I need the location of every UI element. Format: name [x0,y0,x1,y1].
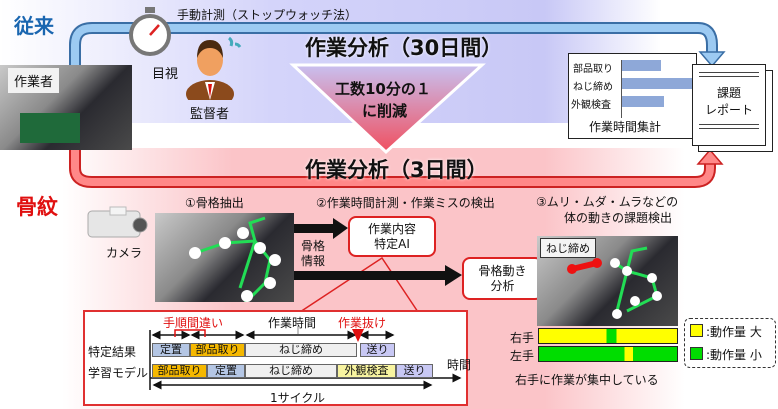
legend-small: :動作量 小 [706,348,762,362]
timeline-block: 送り [360,343,395,357]
row1-label: 特定結果 [88,345,137,359]
timeline-block: 部品取り [190,343,245,357]
reduction-triangle [289,63,486,155]
camera-label: カメラ [106,246,143,260]
skip-marker [352,329,364,342]
chart-bar [622,78,692,89]
task-label: ねじ締め [540,238,596,258]
timeline-block: ねじ締め [245,364,337,378]
work-time-label: 作業時間 [268,316,317,330]
step3-label: ③ムリ・ムダ・ムラなどの [536,195,679,209]
motion-box-text: 分析 [490,278,515,293]
row2-label: 学習モデル [88,366,149,380]
time-axis-label: 時間 [447,358,472,372]
mistake-skip-label: 作業抜け [338,316,387,330]
legend-large: :動作量 大 [706,325,762,339]
chart-label: ねじ締め [573,82,613,93]
chart-label: 外観検査 [571,100,611,111]
report-title: レポート [704,103,753,117]
visual-label: 目視 [152,67,179,82]
new-method-label: 骨紋 [16,195,58,219]
skeleton-photo [155,213,294,302]
ai-box-text: 作業内容 [367,221,416,236]
supervisor-icon [186,36,242,100]
work-time-summary-chart: 部品取り ねじ締め 外観検査 作業時間集計 [568,53,697,139]
ai-box-text: 特定AI [374,236,410,251]
conventional-label: 従来 [14,14,54,38]
timeline-panel [83,310,468,406]
camera-icon [87,206,148,238]
work-content-ai-box: 作業内容特定AI [348,216,436,257]
left-hand-bar [538,346,678,362]
skeleton-info-label: 骨格 [301,239,326,253]
legend-swatch-small [690,347,703,360]
chart-bar [622,60,661,71]
motion-caption: 右手に作業が集中している [515,373,659,387]
step1-label: ①骨格抽出 [185,196,244,210]
chart-bar [622,96,664,107]
skeleton-motion-box: 骨格動き分析 [462,257,543,300]
step3-label: 体の動きの課題検出 [564,211,673,225]
skeleton-info-label: 情報 [301,254,326,268]
motion-box-text: 骨格動き [478,263,527,278]
motion-legend: :動作量 大 :動作量 小 [684,318,776,368]
reduction-line2: に削減 [362,102,408,120]
report-document: 課題 レポート [692,64,766,146]
right-hand-bar [538,328,678,344]
timeline-block: ねじ締め [245,343,357,357]
chart-caption: 作業時間集計 [589,120,662,134]
legend-swatch-large [690,324,703,337]
chart-label: 部品取り [573,64,613,75]
timeline-block: 定置 [152,343,190,357]
stopwatch-caption: 手動計測（ストップウォッチ法） [177,8,358,22]
new-title: 作業分析（3日間） [305,158,488,182]
right-hand-label: 右手 [510,331,535,345]
supervisor-label: 監督者 [190,107,230,122]
left-hand-label: 左手 [510,349,535,363]
timeline-block: 定置 [207,364,245,378]
worker-label: 作業者 [8,68,60,93]
conventional-title: 作業分析（30日間） [305,36,503,60]
stopwatch-icon [129,7,171,56]
timeline-block: 部品取り [152,364,207,378]
cycle-label: 1サイクル [270,391,326,405]
mistake-order-label: 手順間違い [163,316,224,330]
step2-label: ②作業時間計測・作業ミスの検出 [316,196,495,210]
timeline-block: 外観検査 [337,364,396,378]
report-title: 課題 [716,86,741,100]
reduction-line1: 工数10分の１ [335,80,431,98]
timeline-block: 送り [396,364,433,378]
